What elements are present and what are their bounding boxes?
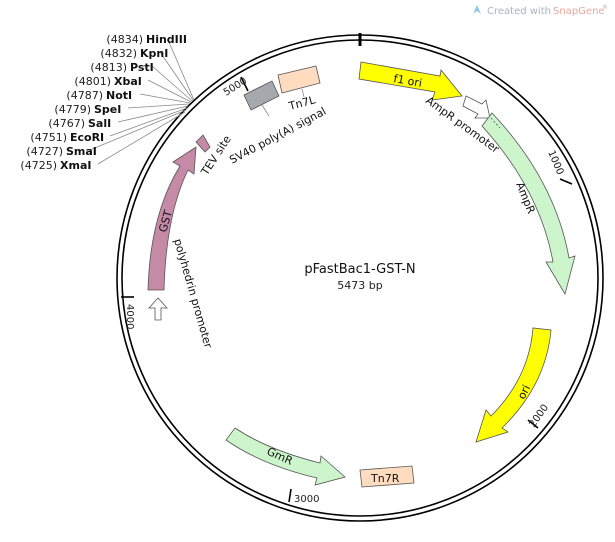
restriction-site-kpni[interactable]: (4832) KpnI bbox=[100, 47, 168, 60]
plasmid-title-block: pFastBac1-GST-N 5473 bp bbox=[304, 262, 415, 292]
polyhedrin-promoter-label: polyhedrin promoter bbox=[171, 237, 215, 350]
site-position: (4787) bbox=[66, 89, 103, 102]
f1-ori-arrow[interactable] bbox=[358, 61, 463, 101]
tick-5000 bbox=[240, 76, 249, 92]
leader-ecori bbox=[109, 107, 188, 137]
leader-smai bbox=[89, 109, 187, 151]
tn7r-label: Tn7R bbox=[370, 472, 400, 485]
restriction-site-spei[interactable]: (4779) SpeI bbox=[54, 103, 121, 116]
f1-ori-label: f1 ori bbox=[392, 72, 423, 90]
site-name: XbaI bbox=[114, 75, 142, 88]
leader-hindiii bbox=[167, 39, 195, 101]
plasmid-name: pFastBac1-GST-N bbox=[304, 262, 415, 277]
restriction-site-leaders bbox=[89, 39, 195, 165]
site-position: (4832) bbox=[100, 47, 137, 60]
restriction-site-psti[interactable]: (4813) PstI bbox=[90, 61, 153, 74]
leader-xbai bbox=[147, 79, 192, 103]
plasmid-size: 5473 bp bbox=[337, 279, 382, 292]
feature-gst[interactable]: GST bbox=[147, 146, 197, 291]
ampr-arrow[interactable] bbox=[481, 112, 576, 296]
feature-tn7l[interactable]: Tn7L bbox=[277, 65, 321, 113]
ori-arrow[interactable] bbox=[475, 327, 552, 443]
ori-label: ori bbox=[515, 383, 533, 402]
tn7l-leader bbox=[301, 88, 305, 98]
leader-psti bbox=[151, 65, 193, 102]
restriction-site-ecori[interactable]: (4751) EcoRI bbox=[30, 131, 104, 144]
gst-label: GST bbox=[156, 209, 175, 234]
sv40-leader bbox=[261, 104, 270, 117]
tick-2000 bbox=[527, 419, 539, 429]
feature-tn7r[interactable]: Tn7R bbox=[359, 465, 415, 488]
watermark-brand: SnapGene bbox=[553, 6, 605, 17]
leader-kpni bbox=[159, 51, 194, 101]
gst-arrow[interactable] bbox=[147, 146, 197, 291]
site-position: (4813) bbox=[90, 61, 127, 74]
restriction-site-sali[interactable]: (4767) SalI bbox=[48, 117, 111, 130]
ampr-promoter-arrow[interactable] bbox=[462, 95, 491, 119]
tick-3000 bbox=[288, 488, 292, 503]
site-name: EcoRI bbox=[70, 131, 104, 144]
site-name: PstI bbox=[130, 61, 154, 74]
site-position: (4751) bbox=[30, 131, 67, 144]
watermark-mark: ® bbox=[602, 4, 608, 11]
sv40-label: SV40 poly(A) signal bbox=[227, 105, 328, 167]
site-name: SmaI bbox=[66, 145, 97, 158]
restriction-site-xmai[interactable]: (4725) XmaI bbox=[20, 159, 91, 172]
leader-noti bbox=[139, 93, 191, 104]
tick-label-3000: 3000 bbox=[294, 494, 319, 505]
site-position: (4834) bbox=[106, 33, 143, 46]
tn7l-box[interactable] bbox=[277, 65, 321, 94]
tn7r-box[interactable] bbox=[359, 465, 415, 488]
snapgene-watermark: Created with SnapGene ® bbox=[473, 4, 608, 17]
sv40-box[interactable] bbox=[243, 80, 280, 111]
restriction-sites: (4834) HindIII (4832) KpnI (4813) PstI (… bbox=[20, 33, 187, 172]
leader-xmai bbox=[97, 111, 186, 165]
restriction-site-hindiii[interactable]: (4834) HindIII bbox=[106, 33, 187, 46]
watermark-prefix: Created with bbox=[487, 6, 551, 17]
site-name: KpnI bbox=[140, 47, 168, 60]
restriction-site-noti[interactable]: (4787) NotI bbox=[66, 89, 132, 102]
site-name: HindIII bbox=[146, 33, 187, 46]
snapgene-logo-icon bbox=[473, 5, 481, 14]
site-position: (4767) bbox=[48, 117, 85, 130]
restriction-site-smai[interactable]: (4727) SmaI bbox=[26, 145, 96, 158]
site-position: (4727) bbox=[26, 145, 63, 158]
site-name: SalI bbox=[88, 117, 111, 130]
site-position: (4725) bbox=[20, 159, 57, 172]
leader-sali bbox=[117, 105, 189, 123]
feature-gmr[interactable]: GmR bbox=[225, 427, 346, 486]
polyhedrin-promoter-arrow[interactable] bbox=[148, 297, 168, 321]
site-name: XmaI bbox=[60, 159, 91, 172]
leader-spei bbox=[127, 103, 190, 109]
site-position: (4801) bbox=[74, 75, 111, 88]
plasmid-backbone bbox=[116, 33, 604, 522]
site-name: SpeI bbox=[94, 103, 121, 116]
site-position: (4779) bbox=[54, 103, 91, 116]
tick-label-4000: 4000 bbox=[124, 304, 135, 329]
gmr-arrow[interactable] bbox=[225, 427, 346, 486]
feature-f1-ori[interactable]: f1 ori bbox=[358, 61, 463, 101]
tick-1000 bbox=[559, 178, 573, 185]
tev-site-marker[interactable] bbox=[195, 134, 211, 153]
restriction-site-xbai[interactable]: (4801) XbaI bbox=[74, 75, 141, 88]
feature-ori[interactable]: ori bbox=[475, 327, 552, 443]
site-name: NotI bbox=[106, 89, 132, 102]
